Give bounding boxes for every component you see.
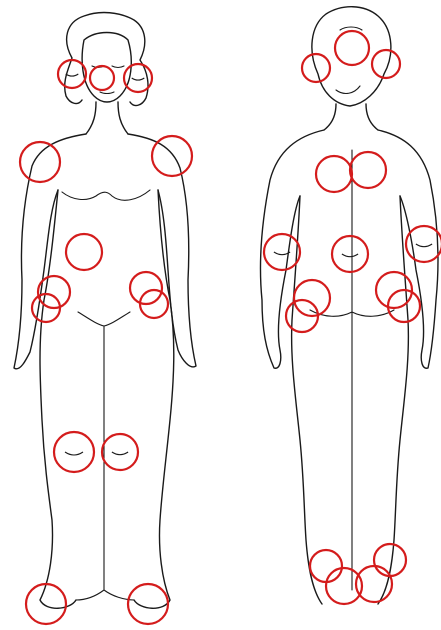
left-foot-marker xyxy=(26,584,66,624)
left-knee-marker xyxy=(54,432,94,472)
back-left-leg xyxy=(292,196,322,604)
front-mouth xyxy=(100,92,114,94)
upper-back-left-marker xyxy=(316,156,352,192)
front-body-figure xyxy=(14,13,196,609)
front-right-leg-outer xyxy=(134,190,174,608)
nose-marker xyxy=(90,66,114,90)
lower-back-marker xyxy=(332,236,368,272)
right-knee-marker xyxy=(102,434,138,470)
back-head-marker xyxy=(335,31,369,65)
front-neck xyxy=(86,102,128,134)
left-ear-marker-detail xyxy=(66,74,79,76)
back-neck xyxy=(324,104,378,130)
left-heel-upper-marker xyxy=(310,550,342,582)
front-crotch xyxy=(78,312,130,326)
abdomen-marker xyxy=(66,234,102,270)
back-hair-curl xyxy=(336,86,360,93)
left-ear-marker xyxy=(58,60,86,88)
front-chest xyxy=(62,190,150,200)
left-shoulder-marker xyxy=(20,142,60,182)
right-ear-marker-detail xyxy=(132,78,145,80)
back-body-figure xyxy=(260,7,438,604)
left-knee-marker-detail xyxy=(65,452,83,455)
right-foot-marker xyxy=(128,584,168,624)
back-hair-strand xyxy=(340,27,362,30)
left-hip-upper-marker xyxy=(38,276,70,308)
right-hip-upper-marker xyxy=(130,272,162,304)
right-shoulder-marker xyxy=(152,136,192,176)
front-left-side xyxy=(14,134,86,369)
back-right-ear-marker xyxy=(372,50,400,78)
front-left-leg-outer xyxy=(40,190,76,608)
back-right-elbow-marker-detail xyxy=(416,244,432,247)
upper-back-right-marker xyxy=(350,152,386,188)
right-knee-marker-detail xyxy=(112,452,128,455)
back-left-elbow-marker xyxy=(264,234,300,270)
lower-back-marker-detail xyxy=(342,254,358,257)
back-right-elbow-marker xyxy=(406,226,441,262)
front-pain-markers xyxy=(20,60,192,624)
back-right-leg xyxy=(378,196,408,604)
